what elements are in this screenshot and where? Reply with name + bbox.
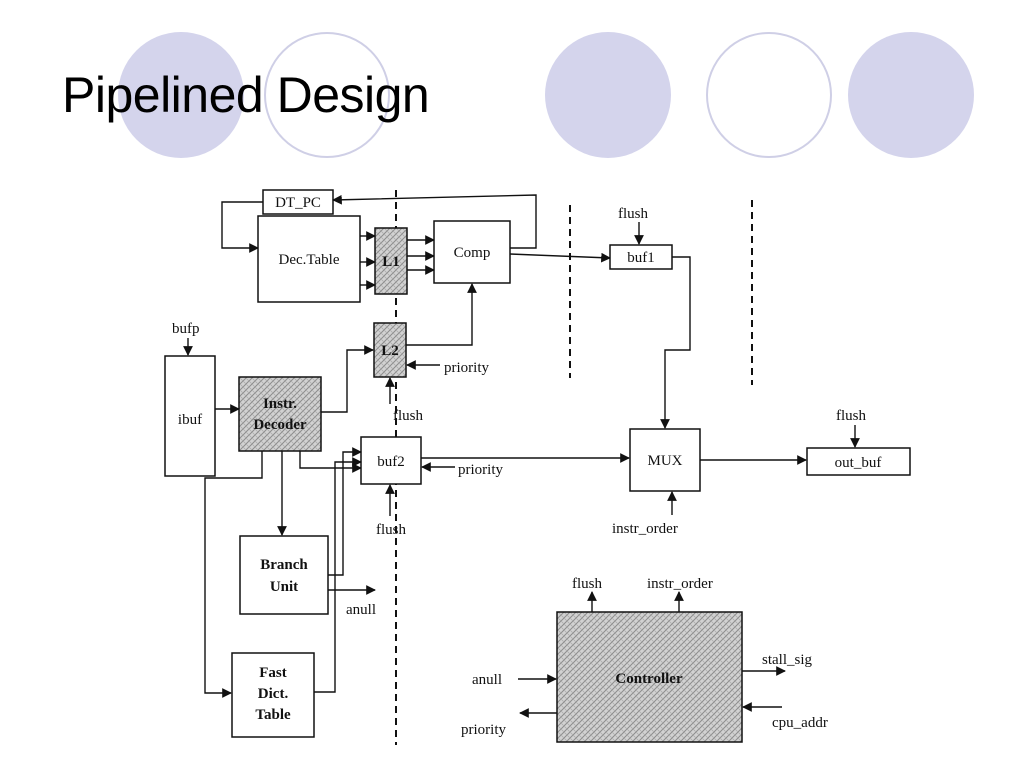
buf1-flush-label: flush xyxy=(618,206,649,222)
l1-latch xyxy=(374,227,408,295)
out-buf-block xyxy=(806,447,911,476)
wire-branch-to-buf2 xyxy=(328,447,362,576)
mux-label: MUX xyxy=(647,453,682,469)
buf2-priority-label: priority xyxy=(458,462,503,478)
controller-priority-label: priority xyxy=(461,722,506,738)
controller-instr-order-label: instr_order xyxy=(647,576,713,592)
controller-flush-label: flush xyxy=(572,576,603,592)
fast-dict-label-3: Table xyxy=(255,707,291,723)
wire-l2-to-comp xyxy=(406,283,477,346)
wire-comp-to-buf1 xyxy=(509,252,611,263)
branch-unit-label-1: Branch xyxy=(260,557,308,573)
out-buf-label: out_buf xyxy=(835,455,882,471)
comp-label: Comp xyxy=(454,245,491,261)
wire-comp-to-dtpc xyxy=(332,194,537,249)
l2-flush-label: flush xyxy=(393,408,424,424)
dec-table-block xyxy=(257,215,361,303)
decor-circle-5 xyxy=(848,32,974,158)
bufp-label: bufp xyxy=(172,321,200,337)
buf2-flush-label: flush xyxy=(376,522,407,538)
wire-decoder-to-buf2 xyxy=(299,451,362,473)
buf2-label: buf2 xyxy=(377,454,405,470)
fast-dict-table-block xyxy=(231,652,315,738)
outbuf-flush-label: flush xyxy=(836,408,867,424)
dec-table-label: Dec.Table xyxy=(279,252,340,268)
instr-decoder-block xyxy=(238,376,322,452)
instr-decoder-label-1: Instr. xyxy=(263,396,297,412)
fast-dict-label-2: Dict. xyxy=(258,686,289,702)
decor-circle-2 xyxy=(264,32,390,158)
branch-anull-label: anull xyxy=(346,602,376,618)
l1-label: L1 xyxy=(382,254,400,270)
wire-buf1-to-mux xyxy=(660,256,691,429)
ibuf-block xyxy=(164,355,216,477)
buf1-block xyxy=(609,244,673,270)
wire-dtpc-to-dectable xyxy=(221,201,263,253)
buf1-label: buf1 xyxy=(627,250,655,266)
page-title: Pipelined Design xyxy=(62,67,430,123)
controller-block xyxy=(556,611,743,743)
comp-block xyxy=(433,220,511,284)
wire-decoder-to-l2 xyxy=(321,345,374,413)
l2-label: L2 xyxy=(381,343,399,359)
decor-circle-4 xyxy=(706,32,832,158)
controller-cpu-addr-label: cpu_addr xyxy=(772,715,828,731)
branch-unit-block xyxy=(239,535,329,615)
mux-instr-order-label: instr_order xyxy=(612,521,678,537)
decor-circle-3 xyxy=(545,32,671,158)
wire-decoder-to-fastdict xyxy=(204,451,263,698)
ibuf-label: ibuf xyxy=(178,412,202,428)
fast-dict-label-1: Fast xyxy=(259,665,287,681)
dt-pc-label: DT_PC xyxy=(275,195,321,211)
l2-priority-label: priority xyxy=(444,360,489,376)
controller-anull-label: anull xyxy=(472,672,502,688)
branch-unit-label-2: Unit xyxy=(270,579,298,595)
wire-fastdict-to-buf2 xyxy=(314,457,362,693)
decor-circle-1 xyxy=(118,32,244,158)
l2-latch xyxy=(373,322,407,378)
instr-decoder-label-2: Decoder xyxy=(253,417,307,433)
controller-stall-sig-label: stall_sig xyxy=(762,652,813,668)
controller-label: Controller xyxy=(615,671,683,687)
